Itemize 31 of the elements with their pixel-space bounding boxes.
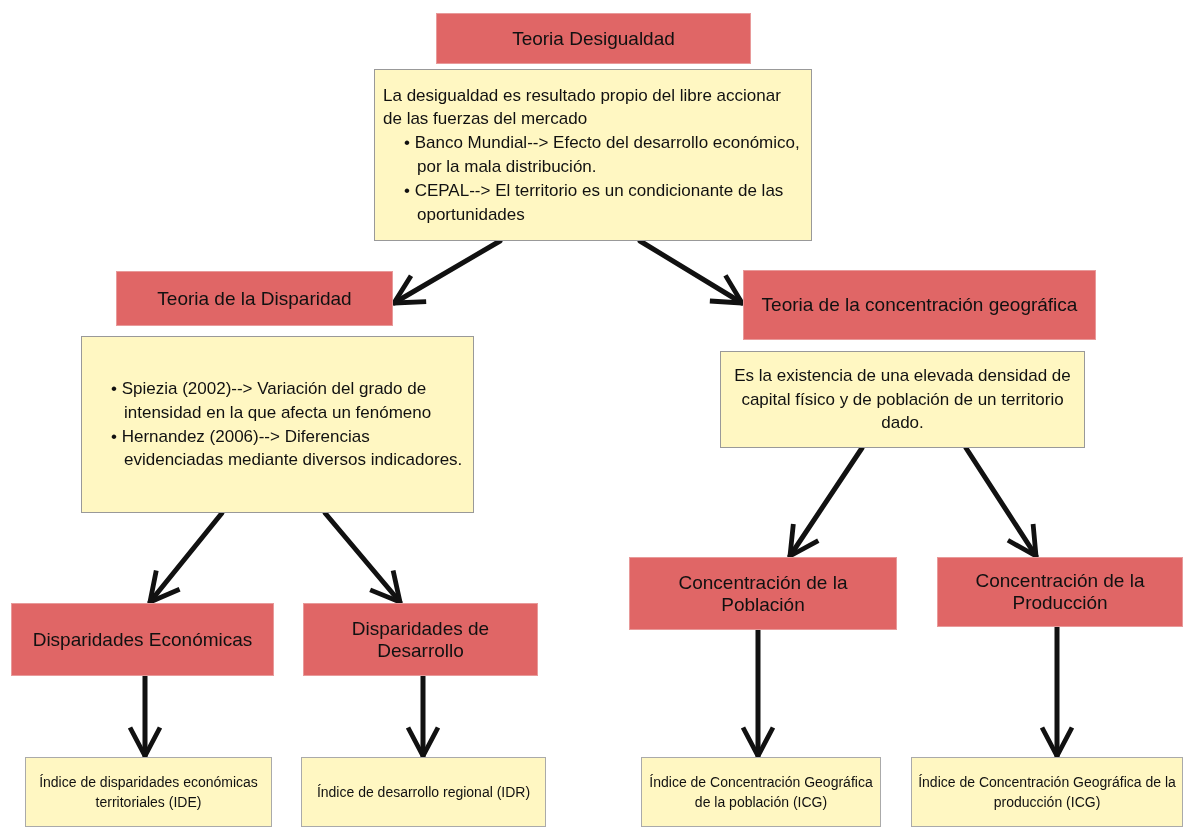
bullet-item: • Banco Mundial--> Efecto del desarrollo económico, por la mala distribución. [403, 132, 801, 178]
index-text: Índice de Concentración Geográfica de la población (ICG) [648, 772, 874, 812]
title-box [116, 271, 393, 326]
note-box [81, 336, 474, 513]
note-box [374, 69, 812, 241]
index-text: Índice de Concentración Geográfica de la producción (ICG) [918, 772, 1176, 812]
index-box [641, 757, 881, 827]
heading-text: Disparidades de Desarrollo [350, 617, 491, 662]
title-box [303, 603, 538, 676]
title-box [436, 13, 751, 64]
index-box [25, 757, 272, 827]
description-text: Es la existencia de una elevada densidad de capital físico y de población de un territorio dado. [733, 364, 1072, 435]
heading-text: Teoria Desigualdad [512, 27, 675, 50]
title-box [629, 557, 897, 630]
bullet-item: • Spiezia (2002)--> Variación del grado de intensidad en la que afecta un fenómeno [110, 377, 433, 424]
index-text: Índice de desarrollo regional (IDR) [316, 782, 531, 802]
title-box [743, 270, 1096, 340]
title-box [937, 557, 1183, 627]
heading-text: Disparidades Económicas [32, 628, 253, 651]
bullet-item: • Hernandez (2006)--> Diferencias evidenciadas mediante diversos indicadores. [110, 425, 464, 472]
description-text: La desigualdad es resultado propio del libre accionar de las fuerzas del mercado [383, 84, 782, 131]
heading-text: Concentración de la Población [677, 571, 849, 616]
note-box [720, 351, 1085, 448]
heading-text: Concentración de la Producción [974, 570, 1146, 614]
heading-text: Teoria de la Disparidad [157, 287, 352, 310]
index-box [301, 757, 546, 827]
bullet-item: • CEPAL--> El territorio es un condicionante de las oportunidades [403, 179, 785, 226]
index-text: Índice de disparidades económicas territoriales (IDE) [38, 772, 259, 812]
title-box [11, 603, 274, 676]
index-box [911, 757, 1183, 827]
heading-text: Teoria de la concentración geográfica [761, 294, 1078, 316]
